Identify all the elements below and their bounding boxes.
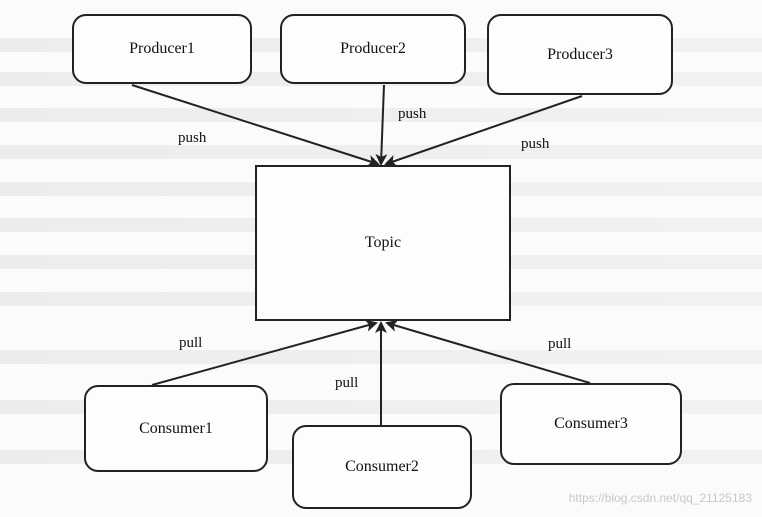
edge-producer2-topic [375,84,388,166]
push-label-producer2: push [398,106,427,122]
producer1-node: Producer1 [72,14,252,84]
consumer2-node: Consumer2 [292,425,472,509]
background-text-line [0,108,762,122]
producer2-node: Producer2 [280,14,466,84]
watermark-text: https://blog.csdn.net/qq_21125183 [568,491,752,505]
pull-label-consumer3: pull [548,336,572,352]
consumer3-label: Consumer3 [554,415,628,432]
pull-label-consumer1: pull [179,335,203,351]
consumer3-node: Consumer3 [500,383,682,465]
consumer2-label: Consumer2 [345,458,419,475]
pull-label-consumer2: pull [335,375,359,391]
edge-producer1-topic [131,84,380,167]
producer3-label: Producer3 [547,45,613,63]
producer2-label: Producer2 [340,40,406,57]
producer3-node: Producer3 [487,14,673,95]
edge-consumer1-topic [151,319,378,386]
push-label-producer3: push [521,136,550,152]
topic-label: Topic [364,234,402,251]
consumer1-node: Consumer1 [84,385,268,472]
producer1-label: Producer1 [129,40,195,57]
edge-producer3-topic [384,95,583,167]
consumer1-label: Consumer1 [139,419,213,437]
push-label-producer1: push [178,130,207,146]
topic-node: Topic [255,165,511,321]
edge-consumer3-topic [385,320,591,384]
